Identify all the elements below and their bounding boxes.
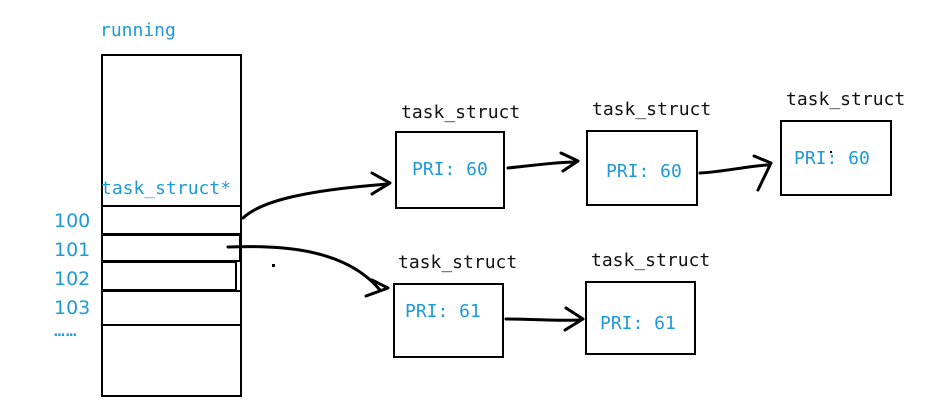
- task-node-61-1: [393, 283, 504, 358]
- arrowhead: [559, 151, 580, 173]
- node-priority: PRI: 61: [600, 313, 676, 334]
- index-100: 100: [54, 210, 91, 232]
- node-title: task_struct: [592, 99, 712, 120]
- arrow-link: [506, 160, 578, 170]
- node-title: task_struct: [786, 89, 906, 110]
- task-node-60-1: [395, 131, 505, 209]
- task-node-60-3: [780, 120, 892, 196]
- index-103: 103: [54, 297, 91, 319]
- stray-dot: [272, 264, 275, 267]
- running-label: running: [100, 20, 176, 41]
- arrow-link: [698, 163, 770, 175]
- arrow-slot100-to-node: [241, 182, 390, 220]
- arrow-link: [504, 317, 582, 322]
- node-title: task_struct: [401, 102, 521, 123]
- task-node-60-2: [586, 130, 698, 206]
- arrow-slot101-to-node: [226, 245, 382, 292]
- node-title: task_struct: [591, 250, 711, 271]
- node-title: task_struct: [398, 252, 518, 273]
- node-priority: PRI: 60: [606, 161, 682, 182]
- slot-103: [101, 290, 242, 326]
- node-priority: PRI: 61: [405, 301, 481, 322]
- arrowhead: [563, 306, 585, 332]
- arrowhead: [364, 278, 390, 298]
- task-node-61-2: [585, 281, 696, 355]
- ellipsis: ……: [54, 320, 78, 341]
- stray-dot: [830, 151, 832, 153]
- pointer-label: task_struct*: [101, 178, 232, 199]
- index-102: 102: [54, 268, 91, 290]
- arrowhead: [752, 154, 773, 192]
- node-priority: PRI: 60: [412, 159, 488, 180]
- node-priority: PRI: 60: [794, 148, 870, 169]
- arrowhead: [370, 171, 392, 196]
- index-101: 101: [54, 239, 91, 261]
